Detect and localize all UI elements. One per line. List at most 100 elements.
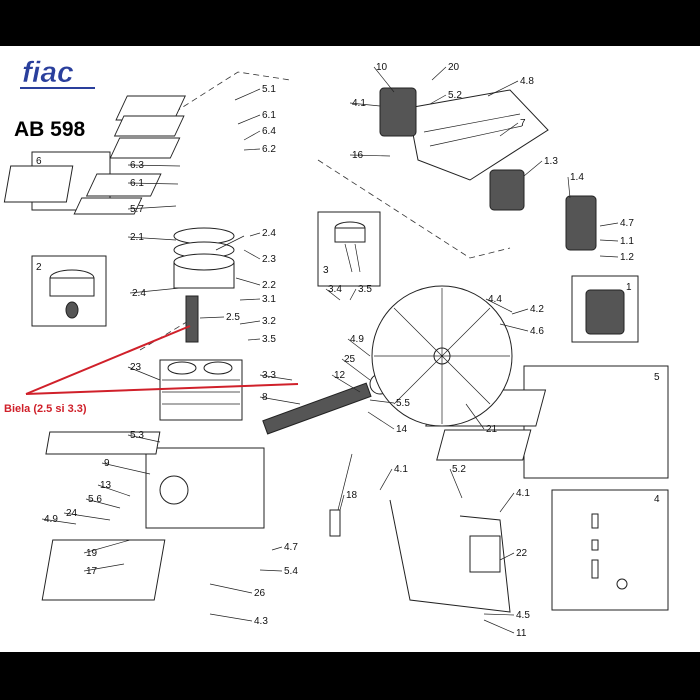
callout-leader [127, 205, 177, 210]
callout-label: 2.3 [262, 254, 276, 265]
callout-label: 4.8 [520, 76, 534, 87]
callout-label: 26 [254, 588, 266, 599]
callout-leader [373, 66, 395, 93]
callout-label: 7 [520, 118, 526, 129]
callout-label: 17 [86, 566, 98, 577]
callout-label: 4.5 [516, 610, 530, 621]
callout-leader [429, 94, 447, 105]
callout-label: 3.1 [262, 294, 276, 305]
inset-1-label: 1 [626, 282, 632, 293]
callout-leader [523, 160, 543, 177]
inset-6: 6 [3, 151, 111, 211]
callout-leader [127, 366, 161, 381]
callout-leader [249, 232, 261, 237]
callout-label: 11 [516, 628, 527, 639]
callout-leader [127, 236, 177, 241]
inset-4: 4 [551, 489, 669, 611]
callout-leader [349, 154, 391, 157]
callout-leader [325, 288, 341, 301]
callout-leader [199, 316, 225, 319]
callout-label: 6.4 [262, 126, 276, 137]
callout-label: 1.2 [620, 252, 634, 263]
callout-label: 3.5 [358, 284, 372, 295]
callout-leader [239, 298, 261, 301]
callout-leader [339, 494, 345, 511]
fiac-logo: fiac [20, 56, 95, 89]
callout-label: 3.2 [262, 316, 276, 327]
callout-leader [234, 88, 261, 101]
crankcase [41, 431, 265, 601]
callout-leader [127, 434, 161, 443]
callout-leader [483, 619, 515, 634]
callout-label: 3.4 [328, 284, 342, 295]
callout-label: 9 [104, 458, 110, 469]
callout-label: 2.4 [262, 228, 276, 239]
callout-label: 13 [100, 480, 112, 491]
callout-label: 1.4 [570, 172, 584, 183]
callout-leader [127, 182, 179, 185]
callout-label: 6.2 [262, 144, 276, 155]
callout-leader [331, 374, 361, 393]
callout-leader [83, 539, 131, 554]
inset-5-label: 5 [654, 372, 660, 383]
callout-label: 23 [130, 362, 142, 373]
valve-plate-stack [73, 95, 186, 215]
cylinder [159, 359, 243, 421]
callout-label: 14 [396, 424, 408, 435]
callout-label: 4.7 [284, 542, 298, 553]
callout-label: 5.1 [262, 84, 276, 95]
callout-leader [499, 492, 515, 513]
callout-label: 4.9 [350, 334, 364, 345]
callout-label: 1.3 [544, 156, 558, 167]
cylinder-head [379, 87, 597, 251]
callout-label: 5.7 [130, 204, 144, 215]
callout-leader [499, 122, 519, 137]
callout-leader [259, 374, 293, 381]
frame-stand [389, 499, 511, 613]
callout-leader [511, 308, 529, 315]
callout-label: 4.1 [516, 488, 530, 499]
callout-leader [369, 399, 395, 404]
callout-label: 6.1 [130, 178, 144, 189]
callout-label: 25 [344, 354, 356, 365]
callout-label: 5.5 [396, 398, 410, 409]
inset-1: 1 [571, 275, 639, 343]
piston [173, 227, 245, 343]
callout-leader [83, 563, 125, 572]
annotation-arrows [25, 325, 299, 395]
callout-label: 6.3 [130, 160, 144, 171]
callout-leader [85, 498, 121, 509]
callout-label: 2.5 [226, 312, 240, 323]
callout-leader [209, 583, 253, 594]
callout-leader [97, 484, 131, 497]
callout-leader [63, 512, 111, 521]
callout-leader [599, 239, 619, 242]
inset-2-label: 2 [36, 262, 42, 273]
callout-label: 12 [334, 370, 346, 381]
callout-label: 22 [516, 548, 528, 559]
inset-2: 2 [31, 255, 107, 327]
callout-leader [243, 130, 261, 141]
callout-leader [499, 552, 515, 561]
callout-leader [129, 287, 181, 294]
model-title: AB 598 [14, 118, 86, 141]
callout-leader [567, 176, 571, 199]
callout-label: 5.3 [130, 430, 144, 441]
callout-leader [235, 277, 261, 286]
callout-leader [239, 320, 261, 325]
callout-leader [101, 462, 151, 475]
callout-leader [243, 249, 261, 260]
callout-leader [209, 613, 253, 622]
inset-6-label: 6 [36, 156, 42, 167]
callout-label: 24 [66, 508, 78, 519]
callout-label: 3.5 [262, 334, 276, 345]
callout-label: 1.1 [620, 236, 634, 247]
callout-label: 6.1 [262, 110, 276, 121]
callout-label: 5.2 [452, 464, 466, 475]
logo-text: fiac [22, 56, 74, 89]
callout-leader [483, 613, 515, 616]
callout-label: 20 [448, 62, 460, 73]
callout-leader [347, 338, 371, 357]
